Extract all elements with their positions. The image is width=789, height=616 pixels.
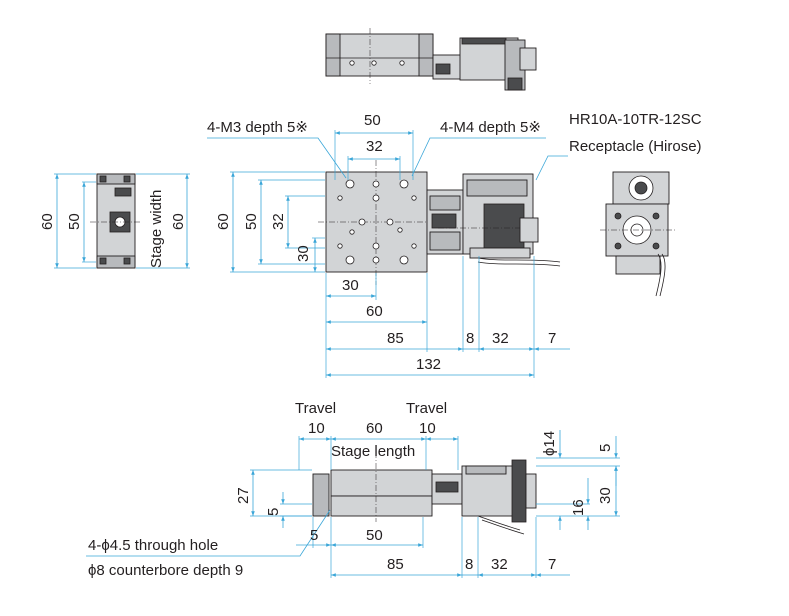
end-view-left: [54, 173, 190, 269]
dim-bottom-30: 30: [342, 277, 359, 294]
label-stage-width: Stage width: [148, 190, 165, 268]
top-plan-view: [325, 28, 537, 91]
dim-bottom-60: 60: [366, 303, 383, 320]
label-travel-right: Travel: [406, 400, 447, 417]
dim-bottom-7: 7: [548, 330, 556, 347]
dim-left-30: 30: [295, 245, 312, 262]
dim-side-bottom-85: 85: [387, 556, 404, 573]
dim-stage-60: 60: [366, 420, 383, 437]
label-m4-holes: 4-M4 depth 5※: [440, 119, 541, 136]
dim-stage-width-60: 60: [170, 213, 187, 230]
dim-left-32: 32: [270, 213, 287, 230]
dim-left-60: 60: [215, 213, 232, 230]
motor-end-view: [600, 171, 675, 297]
label-counterbore: ϕ8 counterbore depth 9: [88, 562, 243, 579]
dim-side-bottom-7: 7: [548, 556, 556, 573]
label-stage-length: Stage length: [331, 443, 415, 460]
dim-bottom-8: 8: [466, 330, 474, 347]
dim-travel-left-10: 10: [308, 420, 325, 437]
dim-side-bottom-5: 5: [310, 527, 318, 544]
dim-top-32: 32: [366, 138, 383, 155]
dim-end-50: 50: [66, 213, 83, 230]
label-m3-holes: 4-M3 depth 5※: [207, 119, 308, 136]
label-through-hole: 4-ϕ4.5 through hole: [88, 537, 218, 554]
dim-bottom-32: 32: [492, 330, 509, 347]
dim-phi14: ϕ14: [541, 431, 558, 456]
dim-bottom-85: 85: [387, 330, 404, 347]
label-travel-left: Travel: [295, 400, 336, 417]
main-top-view: [207, 130, 570, 378]
label-connector-model: HR10A-10TR-12SC: [569, 111, 702, 128]
dim-side-bottom-8: 8: [465, 556, 473, 573]
dim-side-27: 27: [235, 487, 252, 504]
dim-right-5: 5: [597, 444, 614, 452]
dim-side-bottom-32: 32: [491, 556, 508, 573]
dim-overall-132: 132: [416, 356, 441, 373]
dim-side-5: 5: [265, 508, 282, 516]
label-connector-desc: Receptacle (Hirose): [569, 138, 702, 155]
dim-top-50: 50: [364, 112, 381, 129]
dim-left-50: 50: [243, 213, 260, 230]
dim-end-60: 60: [39, 213, 56, 230]
dim-side-bottom-50: 50: [366, 527, 383, 544]
dim-right-16: 16: [570, 499, 587, 516]
side-view: [86, 430, 620, 578]
dim-travel-right-10: 10: [419, 420, 436, 437]
dim-right-30: 30: [597, 487, 614, 504]
